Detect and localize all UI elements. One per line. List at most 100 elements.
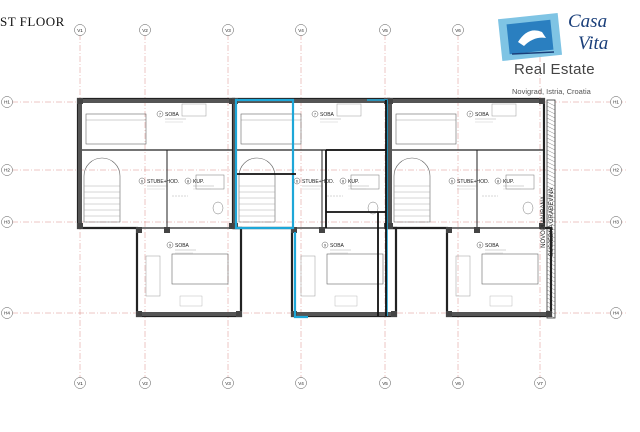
grid-label-top: V2 xyxy=(142,28,148,33)
room-name: STUBE+HOD. xyxy=(457,179,489,185)
brand-script-line1: Casa xyxy=(568,11,608,32)
exterior-wall xyxy=(386,97,553,318)
grid-label-bottom: V7 xyxy=(537,381,543,386)
room-number-circle xyxy=(448,177,456,185)
bed-icon xyxy=(85,113,147,145)
structural-column xyxy=(474,227,480,233)
hatch-line xyxy=(546,109,556,115)
structural-column xyxy=(136,227,142,233)
structural-column xyxy=(236,311,242,317)
grid-bubble-top xyxy=(222,24,234,36)
grid-label-bottom: V1 xyxy=(77,381,83,386)
structural-column xyxy=(387,223,393,229)
desk xyxy=(489,295,513,307)
wall-left xyxy=(388,99,392,228)
grid-bubble-bottom xyxy=(295,377,307,389)
room-name: KUP. xyxy=(193,179,204,185)
hatch-line xyxy=(546,113,556,119)
grid-label-top: V1 xyxy=(77,28,83,33)
hatch-line xyxy=(546,141,556,147)
structural-column xyxy=(77,223,83,229)
structural-column xyxy=(291,227,297,233)
room-number: 6 xyxy=(296,180,298,184)
hatch-line xyxy=(546,201,556,207)
wall-top xyxy=(233,99,389,103)
grid-label-bottom: V2 xyxy=(142,381,148,386)
structural-column xyxy=(446,227,452,233)
hatch-line xyxy=(546,185,556,191)
grid-label-bottom: V3 xyxy=(225,381,231,386)
room-name: KUP. xyxy=(348,179,359,185)
grid-label-top: V4 xyxy=(298,28,304,33)
hatch-line xyxy=(546,177,556,183)
grid-label-right: H4 xyxy=(613,311,619,316)
highlight-wall xyxy=(234,98,295,230)
neighbour-building-hatch xyxy=(546,99,556,319)
casa-vita-logo-icon xyxy=(497,12,563,62)
hatch-line xyxy=(546,169,556,175)
grid-bubble-top xyxy=(379,24,391,36)
hatch-line xyxy=(546,121,556,127)
hatch-line xyxy=(546,221,556,227)
wall-bottom xyxy=(292,312,396,316)
hatch-line xyxy=(546,181,556,187)
structural-column xyxy=(77,98,83,104)
stair-outline xyxy=(238,157,276,223)
wardrobe xyxy=(145,255,161,297)
structural-column xyxy=(539,98,545,104)
room-name: SOBA xyxy=(475,112,490,118)
hatch-line xyxy=(546,205,556,211)
room-number-circle xyxy=(184,177,192,185)
neighbour-building-label: NOVOPLANIRANA SUSJEDNA GRAĐEVINA xyxy=(540,188,556,257)
grid-bubble-top xyxy=(139,24,151,36)
stair-icon xyxy=(83,157,121,223)
hatch-line xyxy=(546,197,556,203)
neighbour-label-line2: SUSJEDNA GRAĐEVINA xyxy=(549,187,555,257)
grid-bubble-bottom xyxy=(452,377,464,389)
hatch-line xyxy=(546,157,556,163)
structural-column xyxy=(446,311,452,317)
hatch-line xyxy=(546,125,556,131)
grid-bubble-bottom xyxy=(534,377,546,389)
grid-label-left: H2 xyxy=(4,168,10,173)
room-number-circle xyxy=(466,110,474,118)
exterior-wall xyxy=(76,97,243,318)
grid-bubble-left xyxy=(1,96,13,108)
room-number-circle xyxy=(166,241,174,249)
wardrobe xyxy=(455,255,471,297)
hatch-line xyxy=(546,129,556,135)
hatch-line xyxy=(546,153,556,159)
structural-column xyxy=(319,227,325,233)
grid-bubble-right xyxy=(610,216,622,228)
structural-column xyxy=(539,223,545,229)
bed-icon xyxy=(481,253,539,285)
stair-icon xyxy=(238,157,276,223)
room-name: SOBA xyxy=(175,243,190,249)
room-number-circle xyxy=(476,241,484,249)
desk xyxy=(179,295,203,307)
room-number: 7 xyxy=(159,113,161,117)
structural-column xyxy=(136,311,142,317)
brand-name: Real Estate xyxy=(514,61,595,78)
structural-column xyxy=(391,311,397,317)
emphasis-wall xyxy=(237,100,387,316)
stair-outline xyxy=(393,157,431,223)
grid-bubble-right xyxy=(610,307,622,319)
hatch-line xyxy=(546,145,556,151)
hatch-line xyxy=(546,165,556,171)
room-number: 7 xyxy=(469,113,471,117)
floor-title: ST FLOOR xyxy=(0,14,65,29)
grid-label-top: V6 xyxy=(455,28,461,33)
room-number: 7 xyxy=(314,113,316,117)
desk xyxy=(334,295,358,307)
grid-label-bottom: V6 xyxy=(455,381,461,386)
room-number-circle xyxy=(156,110,164,118)
room-number-circle xyxy=(321,241,329,249)
hatch-line xyxy=(546,161,556,167)
hatch-line xyxy=(546,189,556,195)
